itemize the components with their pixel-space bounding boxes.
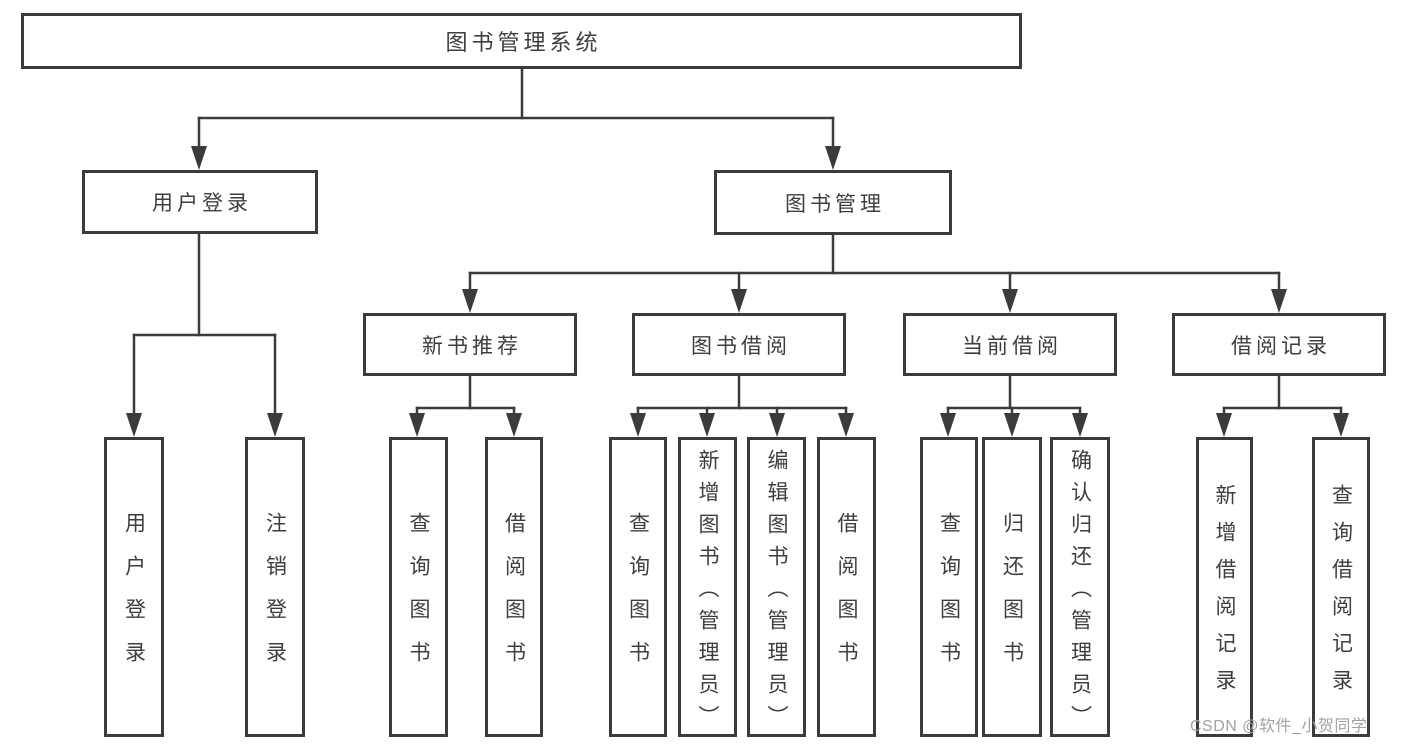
leaf-borrow-books-recommend: 借阅图书: [485, 437, 543, 737]
node-label: 查询图书: [407, 512, 430, 684]
leaf-borrow-books: 借阅图书: [817, 437, 876, 737]
node-label: 用户登录: [122, 512, 146, 684]
node-user-login: 用户登录: [82, 170, 318, 234]
leaf-add-book-admin: 新增图书（管理员）: [678, 437, 737, 737]
leaf-confirm-return-admin: 确认归还（管理员）: [1050, 437, 1110, 737]
leaf-edit-book-admin: 编辑图书（管理员）: [747, 437, 806, 737]
node-book-management: 图书管理: [714, 170, 952, 235]
leaf-query-books-recommend: 查询图书: [389, 437, 448, 737]
leaf-return-book: 归还图书: [982, 437, 1042, 737]
leaf-logout: 注销登录: [245, 437, 305, 737]
node-label: 借阅图书: [835, 512, 858, 684]
node-label: 归还图书: [1000, 512, 1024, 684]
node-label: 借阅记录: [1231, 334, 1331, 358]
node-label: 当前借阅: [962, 334, 1062, 358]
node-label: 用户登录: [152, 192, 252, 215]
node-label: 图书管理: [785, 192, 885, 216]
node-label: 注销登录: [263, 512, 287, 684]
node-current-borrow: 当前借阅: [903, 313, 1117, 376]
node-label: 新增借阅记录: [1213, 484, 1236, 706]
node-label: 借阅图书: [502, 512, 526, 684]
leaf-query-books-borrow: 查询图书: [609, 437, 667, 737]
leaf-add-borrow-record: 新增借阅记录: [1196, 437, 1253, 737]
node-borrow-records: 借阅记录: [1172, 313, 1386, 376]
node-label: 查询图书: [626, 512, 650, 684]
leaf-user-login: 用户登录: [104, 437, 164, 737]
leaf-query-borrow-record: 查询借阅记录: [1312, 437, 1370, 737]
node-label: 查询图书: [937, 512, 961, 684]
csdn-watermark: CSDN @软件_小贺同学: [1190, 718, 1368, 735]
node-library-management-system: 图书管理系统: [21, 13, 1022, 69]
node-new-book-recommend: 新书推荐: [363, 313, 577, 376]
node-label: 图书借阅: [691, 334, 791, 358]
node-label: 新书推荐: [422, 334, 522, 358]
node-label: 查询借阅记录: [1329, 484, 1353, 706]
leaf-query-books-current: 查询图书: [920, 437, 978, 737]
node-label: 编辑图书（管理员）: [765, 448, 788, 737]
node-book-borrow: 图书借阅: [632, 313, 846, 376]
node-label: 确认归还（管理员）: [1068, 448, 1092, 737]
node-label: 新增图书（管理员）: [696, 448, 719, 737]
node-label: 图书管理系统: [445, 30, 602, 55]
